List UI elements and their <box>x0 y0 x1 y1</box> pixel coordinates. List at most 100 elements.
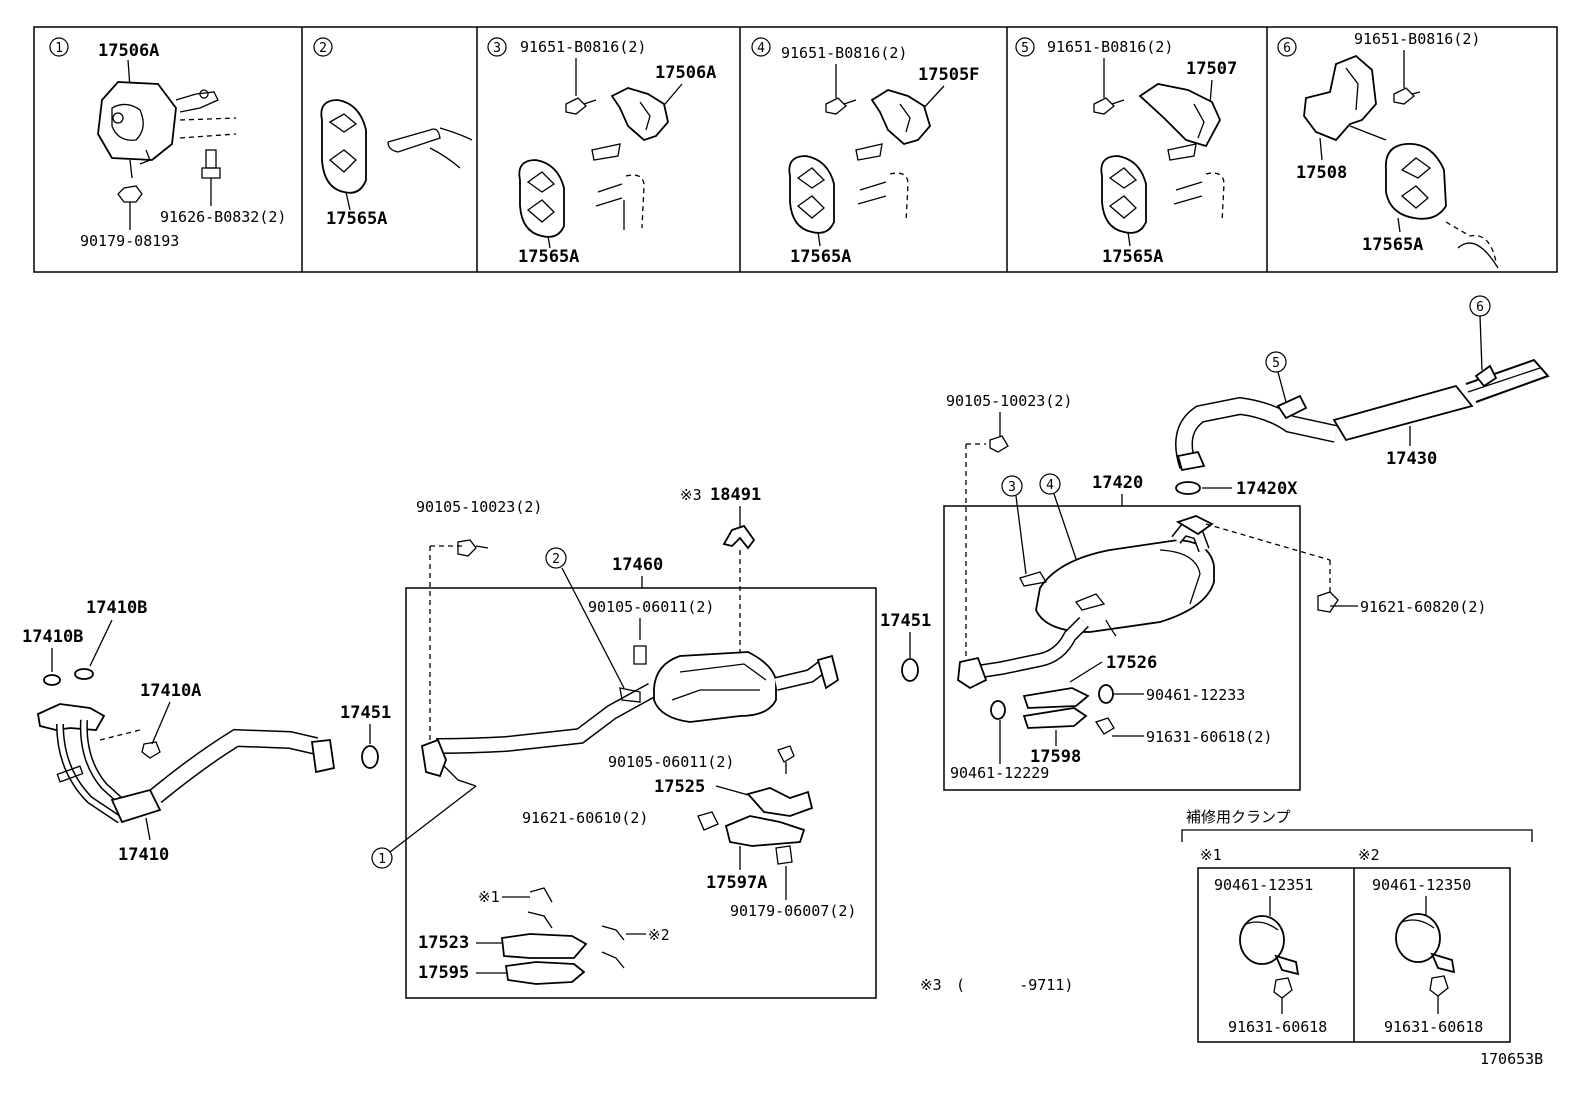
gasket-icon <box>990 700 1006 720</box>
clip-icon <box>722 524 756 550</box>
bolt-icon <box>1429 975 1449 997</box>
bolt-icon <box>1093 97 1115 115</box>
repair-clamp-cell-2[interactable]: 90461-12350 91631-60618 <box>1372 876 1483 1036</box>
converter-group[interactable]: 17460 90105-10023(2) ※3 18491 2 90105-06… <box>371 485 877 999</box>
part-label: 17597A <box>706 873 767 893</box>
part-label: 91651-B0816(2) <box>1047 38 1173 56</box>
part-label: 17525 <box>654 777 705 797</box>
center-gasket[interactable]: 17451 <box>880 611 931 682</box>
detail-panels-frame <box>33 26 1558 273</box>
nut-icon <box>141 741 161 759</box>
svg-text:4: 4 <box>1046 478 1054 493</box>
part-label: 91631-60618(2) <box>1146 728 1272 746</box>
marker: ※2 <box>1358 846 1380 864</box>
callout-4 <box>1039 473 1061 495</box>
part-label: 17565A <box>1362 235 1423 255</box>
bracket-icon <box>1276 394 1308 420</box>
rubber-hanger-icon <box>1100 155 1147 234</box>
part-label: 91621-60820(2) <box>1360 598 1486 616</box>
gasket-icon <box>74 668 94 680</box>
detail-panel-6[interactable]: 6 91651-B0816(2) 17508 17565A <box>1277 30 1499 269</box>
heat-shield-icon <box>746 787 814 817</box>
marker: ※1 <box>478 888 500 906</box>
group-label: 17460 <box>612 555 663 575</box>
bracket-icon <box>870 89 932 145</box>
part-label: 17523 <box>418 933 469 953</box>
nut-icon <box>775 845 793 865</box>
gasket-icon <box>1175 481 1201 495</box>
part-label: 17565A <box>326 209 387 229</box>
heat-shield-icon <box>724 815 806 847</box>
part-label: 18491 <box>710 485 761 505</box>
part-label: 17508 <box>1296 163 1347 183</box>
svg-text:3: 3 <box>1008 480 1016 495</box>
part-label: 90461-12350 <box>1372 876 1471 894</box>
converter-group-frame <box>405 587 877 999</box>
detail-panel-4[interactable]: 4 91651-B0816(2) 17505F 17565A <box>751 37 979 267</box>
marker: ※1 <box>1200 846 1222 864</box>
part-label: 17451 <box>340 703 391 723</box>
muffler-group[interactable]: 17420 90105-10023(2) 3 4 91621-60820(2) <box>943 392 1486 791</box>
part-label: 17410B <box>22 627 83 647</box>
callout-3 <box>1001 475 1023 497</box>
clip-icon <box>529 887 553 903</box>
part-label: 17598 <box>1030 747 1081 767</box>
bolt-icon <box>1393 87 1415 105</box>
svg-text:2: 2 <box>319 41 327 56</box>
gasket-icon <box>361 745 379 769</box>
catalytic-converter-icon <box>653 651 777 723</box>
part-label: 91651-B0816(2) <box>520 38 646 56</box>
note-text: ( -9711) <box>956 976 1073 994</box>
repair-clamp-section[interactable]: 補修用クランプ ※1 ※2 90461-12351 91631-60618 90… <box>1181 808 1533 1043</box>
flange-icon <box>36 703 106 731</box>
nut-icon <box>117 185 143 203</box>
detail-panel-2[interactable]: 2 17565A <box>313 37 473 229</box>
callout-5 <box>1265 351 1287 373</box>
rubber-mount-icon <box>97 81 177 161</box>
callout-1 <box>371 847 393 869</box>
bolt-icon <box>1317 591 1339 613</box>
detail-panel-5[interactable]: 5 91651-B0816(2) 17507 17565A <box>1015 37 1237 267</box>
bracket-icon <box>1138 83 1222 148</box>
bolt-icon <box>777 745 795 763</box>
part-label: 91631-60618 <box>1384 1018 1483 1036</box>
part-label: 17430 <box>1386 449 1437 469</box>
bracket-icon <box>1474 364 1498 388</box>
clip-icon <box>601 925 625 941</box>
sub-muffler-icon <box>1332 384 1474 442</box>
bolt-icon <box>565 97 587 115</box>
part-label: 91621-60610(2) <box>522 809 648 827</box>
repair-clamp-cell-1[interactable]: 90461-12351 91631-60618 <box>1214 876 1327 1036</box>
detail-panel-3[interactable]: 3 91651-B0816(2) 17506A 17565A <box>487 37 716 267</box>
part-label: 90461-12233 <box>1146 686 1245 704</box>
detail-panels: 1 17506A 91626-B0832(2) 90179-08193 <box>33 26 1558 273</box>
part-label: 91631-60618 <box>1228 1018 1327 1036</box>
flange-icon <box>957 656 988 690</box>
svg-text:6: 6 <box>1283 41 1291 56</box>
part-label: 17506A <box>655 63 716 83</box>
heat-shield-icon <box>501 933 588 959</box>
bolt-icon <box>633 645 647 665</box>
tail-pipe-group[interactable]: 5 6 17430 17420X <box>1175 295 1550 499</box>
note-mark: ※3 <box>920 976 942 994</box>
part-label: 17410B <box>86 598 147 618</box>
part-label: 91626-B0832(2) <box>160 208 286 226</box>
svg-text:6: 6 <box>1476 300 1484 315</box>
part-label: 17565A <box>1102 247 1163 267</box>
part-label: 17595 <box>418 963 469 983</box>
gasket-icon <box>43 674 61 686</box>
marker: ※3 <box>680 486 702 504</box>
bolt-icon <box>697 811 719 831</box>
part-label: 90105-10023(2) <box>946 392 1072 410</box>
repair-clamp-title: 補修用クランプ <box>1186 808 1291 826</box>
part-label: 17507 <box>1186 59 1237 79</box>
bolt-icon <box>457 539 477 557</box>
bolt-icon <box>1094 717 1115 735</box>
band-clamp-icon <box>1239 915 1285 965</box>
front-pipe-group[interactable]: 17410B 17410B 17410A 17410 17451 <box>22 598 391 865</box>
flange-icon <box>420 738 447 778</box>
callout-2 <box>545 547 567 569</box>
detail-panel-1[interactable]: 1 17506A 91626-B0832(2) 90179-08193 <box>49 37 286 250</box>
part-label: 90179-08193 <box>80 232 179 250</box>
